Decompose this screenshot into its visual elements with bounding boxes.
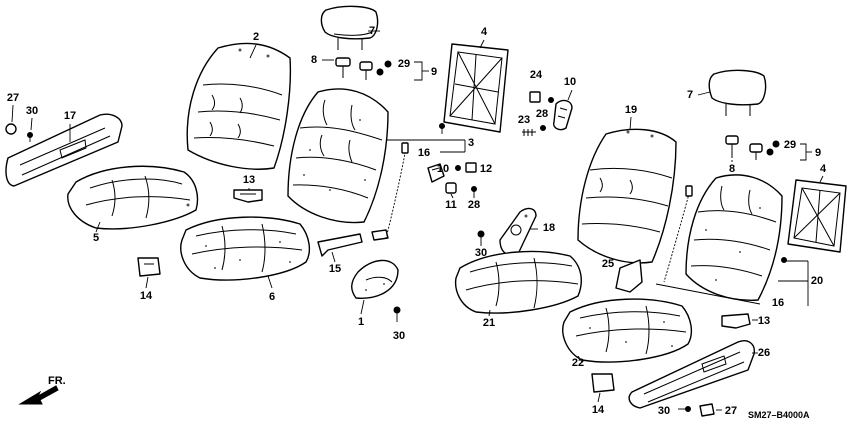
callout-c-30c: 30	[393, 330, 405, 342]
callout-c-25: 25	[602, 258, 614, 270]
knob-10-center	[427, 163, 445, 183]
callout-c-left-9: 9	[431, 66, 437, 78]
diagram-code: SM27–B4000A	[748, 410, 810, 420]
callout-c-28b: 28	[468, 199, 480, 211]
callout-c-left-8: 8	[311, 54, 317, 66]
bracket-13-left	[233, 189, 263, 203]
callout-c-28a: 28	[536, 108, 548, 120]
bracket-25	[615, 259, 643, 293]
callout-c-14b: 14	[592, 404, 605, 416]
clip-27-left	[5, 123, 17, 135]
callout-c-left-3: 3	[468, 137, 474, 149]
seatback-cover-right	[577, 128, 677, 264]
knob-10-top	[553, 99, 573, 131]
callout-c-right-29: 29	[784, 139, 796, 151]
callout-c-10b: 10	[437, 163, 449, 175]
callout-c-30d: 30	[658, 405, 670, 417]
bracket-13-right	[721, 313, 751, 329]
callout-c-14a: 14	[140, 290, 153, 302]
cover-14-left	[137, 257, 161, 277]
cap-12	[455, 162, 477, 173]
seatback-foam-right	[685, 174, 783, 301]
callout-c-left-7: 7	[369, 25, 375, 37]
callout-c-30a: 30	[26, 105, 38, 117]
seat-track-cover-left	[5, 113, 123, 187]
front-direction-arrow	[18, 385, 59, 405]
headrest-right	[708, 69, 767, 116]
cable-16-left	[385, 142, 409, 239]
callout-c-5: 5	[93, 232, 99, 244]
screw-28-top	[540, 97, 554, 131]
callout-c-13a: 13	[243, 174, 255, 186]
callout-c-30b: 30	[475, 247, 487, 259]
recliner-18	[499, 207, 537, 257]
callout-c-23: 23	[518, 114, 530, 126]
callout-c-left-29: 29	[398, 58, 410, 70]
screw-28-center	[471, 186, 477, 198]
callout-c-right-16: 16	[772, 297, 784, 309]
seatback-frame-left	[443, 43, 509, 133]
screw-30-center	[393, 306, 401, 322]
cap-11	[445, 182, 457, 194]
seatback-foam-left	[287, 88, 389, 224]
screw-30-recliner	[477, 230, 485, 246]
spring-23	[522, 129, 536, 136]
callout-c-26: 26	[758, 347, 770, 359]
callout-c-6: 6	[269, 291, 275, 303]
callout-c-22: 22	[572, 357, 584, 369]
callout-c-24: 24	[530, 69, 543, 81]
callout-c-left-2: 2	[253, 31, 259, 43]
seat-cushion-foam-left	[180, 216, 311, 281]
callout-c-15: 15	[329, 263, 341, 275]
callout-c-left-16: 16	[418, 147, 430, 159]
callout-c-27a: 27	[7, 92, 19, 104]
callout-c-19: 19	[625, 104, 637, 116]
headrest-guides-right	[725, 135, 780, 160]
callout-c-right-9: 9	[815, 147, 821, 159]
callout-c-11: 11	[445, 199, 457, 211]
seatback-cover-left	[186, 42, 292, 170]
bracket-15	[317, 229, 389, 257]
cap-24	[529, 91, 541, 103]
screw-30-bottom	[678, 406, 691, 412]
headrest-guides-left	[335, 57, 392, 80]
bolt-frame-left	[439, 123, 445, 134]
cover-14-right	[591, 373, 615, 393]
callout-c-10a: 10	[564, 76, 576, 88]
callout-c-1: 1	[358, 316, 364, 328]
callout-c-17: 17	[64, 110, 76, 122]
screw-30-left	[27, 132, 33, 142]
seat-cushion-foam-right	[562, 298, 693, 363]
cable-16-right	[663, 185, 693, 283]
direction-label: FR.	[48, 375, 66, 387]
seat-track-cover-right	[628, 340, 755, 409]
callout-c-27b: 27	[725, 405, 737, 417]
callout-c-13b: 13	[758, 315, 770, 327]
callout-c-21: 21	[483, 317, 495, 329]
seat-cushion-cover-left	[67, 165, 199, 230]
seatback-frame-right	[787, 179, 847, 253]
callout-c-12: 12	[480, 163, 492, 175]
callout-c-right-4: 4	[820, 163, 827, 175]
recliner-cover-left	[351, 259, 399, 299]
callout-c-left-4: 4	[481, 26, 488, 38]
seat-cushion-cover-right	[454, 250, 582, 314]
callout-c-18: 18	[543, 222, 555, 234]
callout-c-20: 20	[811, 275, 823, 287]
callout-c-right-8: 8	[729, 163, 735, 175]
headrest-left	[320, 5, 379, 50]
clip-27-bottom	[699, 403, 715, 417]
callout-c-right-7: 7	[687, 89, 693, 101]
